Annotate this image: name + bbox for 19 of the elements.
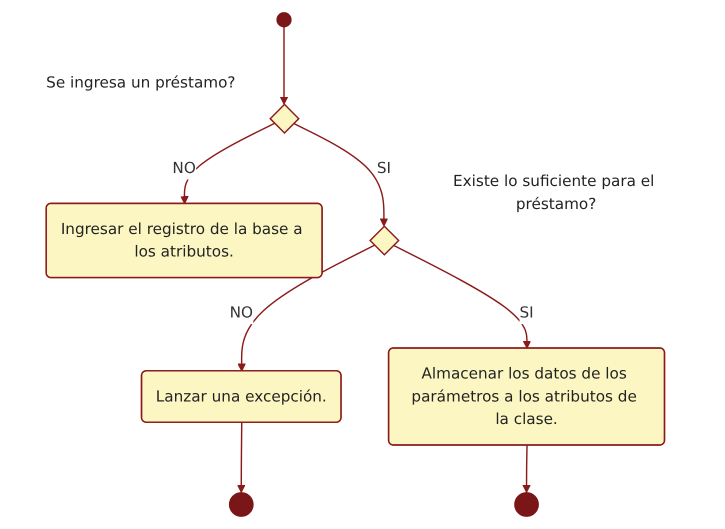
arrow	[522, 445, 530, 493]
node-diamond	[268, 103, 300, 134]
node-label: Se ingresa un préstamo?	[46, 73, 236, 92]
edge-label: SI	[518, 303, 534, 322]
arrow	[180, 122, 274, 204]
arrow	[279, 26, 288, 105]
edge-label: NO	[172, 158, 196, 177]
node-circle	[228, 492, 254, 517]
edge-label: NO	[229, 303, 252, 322]
edge-label: SI	[376, 158, 390, 177]
node-circle	[514, 492, 538, 517]
node-circle	[276, 12, 292, 28]
arrow	[237, 244, 374, 372]
arrow	[292, 122, 388, 227]
activity-diagram: NO SI NO SI Se ingresa un préstamo? Ingresar el registro de la base a los atributos. Existe lo suficiente para el préstamo? Lanzar una excepción. Almacenar los datos de los parámetros a los atributos de la clase.	[10, 5, 716, 524]
arrow	[392, 244, 531, 349]
arrow	[236, 422, 245, 493]
node-label: Existe lo suficiente para el préstamo?	[452, 172, 654, 213]
node-diamond	[368, 225, 400, 256]
